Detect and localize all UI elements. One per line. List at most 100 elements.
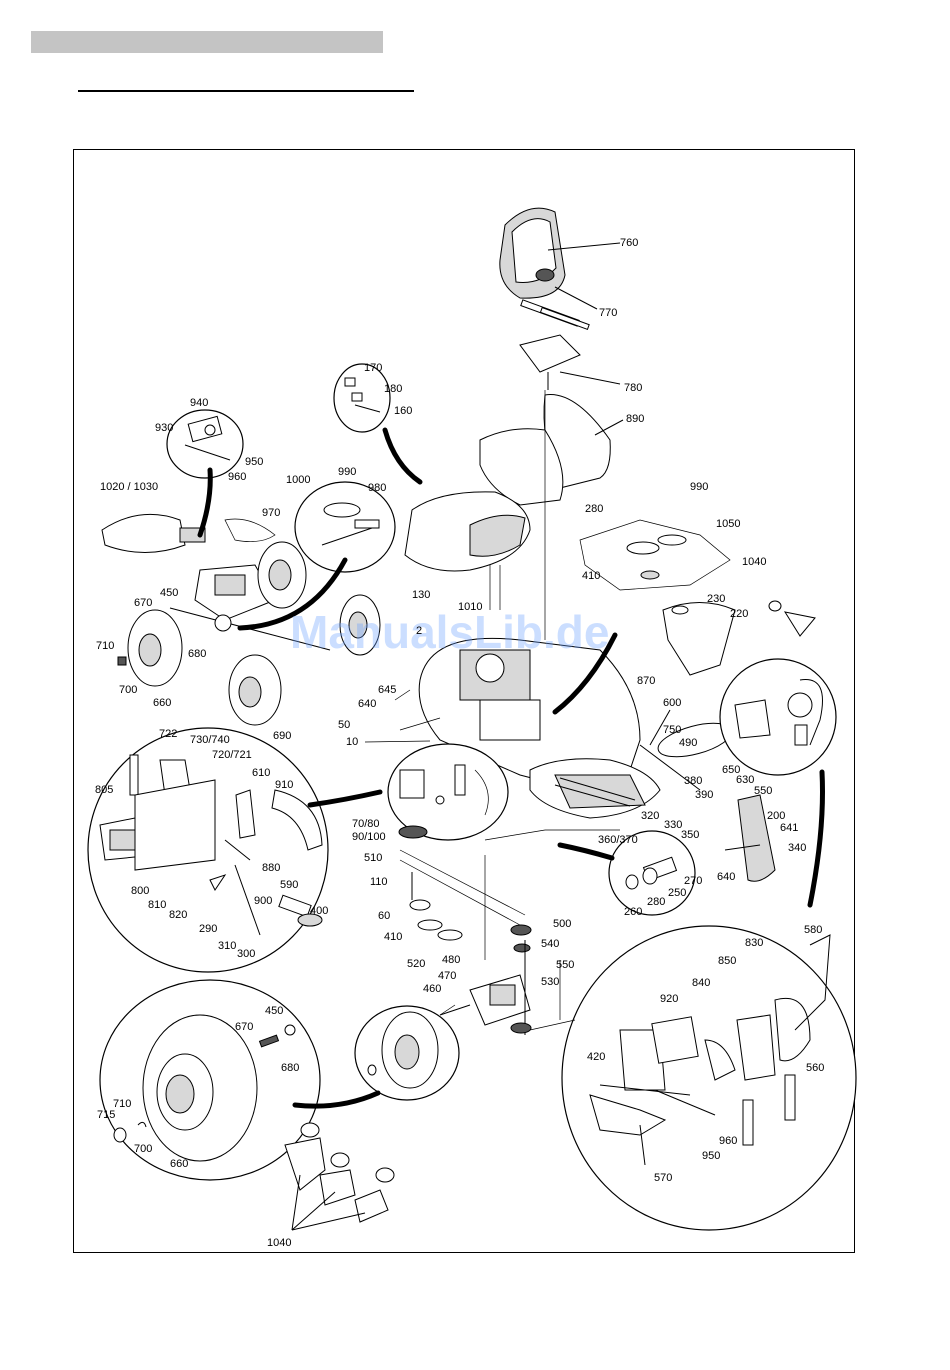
part-label: 1000 <box>286 474 310 486</box>
seat-drawing <box>499 207 621 390</box>
part-label: 970 <box>262 507 280 519</box>
part-label: 130 <box>412 589 430 601</box>
bubble-mower-lift <box>561 925 857 1231</box>
part-label: 360/370 <box>598 834 638 846</box>
part-label: 310 <box>218 940 236 952</box>
header-rule <box>78 90 414 92</box>
part-label: 640 <box>358 698 376 710</box>
rear-part-1020-drawing <box>101 513 276 553</box>
part-label: 640 <box>717 871 735 883</box>
part-label: 830 <box>745 937 763 949</box>
bubble-small-wheel <box>354 1005 460 1101</box>
part-label: 840 <box>692 977 710 989</box>
wheels-drawing <box>117 541 381 726</box>
part-label: 230 <box>707 593 725 605</box>
part-label: 320 <box>641 810 659 822</box>
part-label: 580 <box>804 924 822 936</box>
part-label: 1040 <box>742 556 766 568</box>
part-label: 550 <box>754 785 772 797</box>
part-label: 810 <box>148 899 166 911</box>
part-label: 760 <box>620 237 638 249</box>
part-label: 290 <box>199 923 217 935</box>
header-gray-bar <box>31 31 383 53</box>
part-label: 1040 <box>267 1237 291 1249</box>
part-label: 550 <box>556 959 574 971</box>
part-label: 160 <box>394 405 412 417</box>
part-label: 600 <box>663 697 681 709</box>
bubble-270-250 <box>608 830 696 916</box>
part-label: 280 <box>647 896 665 908</box>
part-label: 720/721 <box>212 749 252 761</box>
part-label: 641 <box>780 822 798 834</box>
part-label: 710 <box>96 640 114 652</box>
part-label: 1050 <box>716 518 740 530</box>
bubble-940 <box>166 409 244 479</box>
part-label: 910 <box>275 779 293 791</box>
part-label: 570 <box>654 1172 672 1184</box>
part-label: 990 <box>690 481 708 493</box>
part-label: 520 <box>407 958 425 970</box>
part-label: 680 <box>281 1062 299 1074</box>
part-label: 420 <box>587 1051 605 1063</box>
part-label: 2 <box>416 625 422 637</box>
part-label: 722 <box>159 728 177 740</box>
part-label: 470 <box>438 970 456 982</box>
part-label: 350 <box>681 829 699 841</box>
part-label: 700 <box>119 684 137 696</box>
part-label: 670 <box>235 1021 253 1033</box>
part-label: 960 <box>719 1135 737 1147</box>
part-label: 950 <box>702 1150 720 1162</box>
part-label: 490 <box>679 737 697 749</box>
belt-system-drawing <box>398 825 532 953</box>
part-label: 50 <box>338 719 350 731</box>
part-label: 390 <box>695 789 713 801</box>
part-label: 220 <box>730 608 748 620</box>
part-label: 180 <box>384 383 402 395</box>
part-label: 300 <box>237 948 255 960</box>
part-label: 60 <box>378 910 390 922</box>
part-label: 670 <box>134 597 152 609</box>
part-label: 540 <box>541 938 559 950</box>
part-label: 510 <box>364 852 382 864</box>
steering-drawing <box>639 709 776 882</box>
part-label: 930 <box>155 422 173 434</box>
part-label: 10 <box>346 736 358 748</box>
bubble-990-1000 <box>294 481 396 573</box>
part-label: 920 <box>660 993 678 1005</box>
hood-drawing <box>404 390 546 640</box>
part-label: 700 <box>134 1143 152 1155</box>
part-label: 950 <box>245 456 263 468</box>
part-label: 500 <box>553 918 571 930</box>
part-label: 400 <box>310 905 328 917</box>
part-label: 480 <box>442 954 460 966</box>
part-label: 890 <box>626 413 644 425</box>
part-label: 690 <box>273 730 291 742</box>
part-label: 1010 <box>458 601 482 613</box>
part-label: 770 <box>599 307 617 319</box>
part-label: 800 <box>131 885 149 897</box>
part-label: 730/740 <box>190 734 230 746</box>
part-label: 960 <box>228 471 246 483</box>
part-label: 330 <box>664 819 682 831</box>
part-label: 980 <box>368 482 386 494</box>
part-label: 380 <box>684 775 702 787</box>
part-label: 780 <box>624 382 642 394</box>
bubble-right-lever <box>719 658 837 776</box>
part-label: 805 <box>95 784 113 796</box>
part-label: 590 <box>280 879 298 891</box>
part-label: 645 <box>378 684 396 696</box>
bubble-pedals <box>87 727 329 973</box>
pulley-assembly-drawing <box>579 519 731 591</box>
connector-arrows <box>197 427 825 1109</box>
watermark: ManualsLib.de <box>290 606 609 658</box>
part-label: 660 <box>170 1158 188 1170</box>
part-label: 940 <box>190 397 208 409</box>
part-label: 260 <box>624 906 642 918</box>
part-label: 200 <box>767 810 785 822</box>
part-label: 450 <box>160 587 178 599</box>
part-label: 715 <box>97 1109 115 1121</box>
bubble-170 <box>333 363 391 433</box>
bubble-center-left <box>387 743 509 841</box>
rear-axle-assembly <box>169 564 331 651</box>
